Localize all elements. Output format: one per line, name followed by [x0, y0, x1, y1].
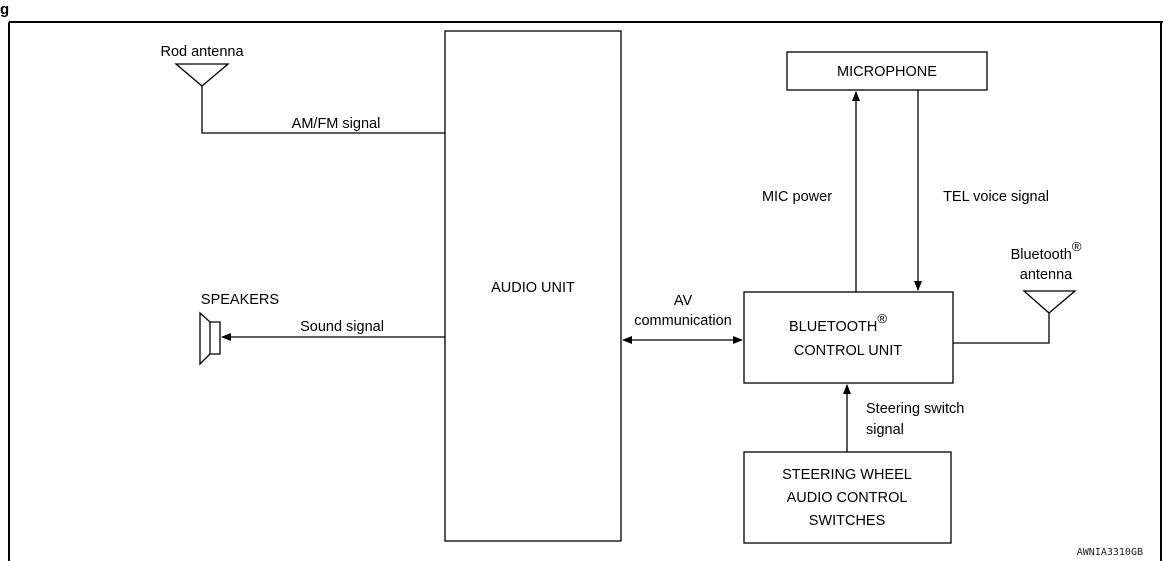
am-fm-line [201, 86, 445, 134]
microphone-box [786, 51, 988, 91]
microphone-label: MICROPHONE [837, 64, 937, 80]
sound-signal-label: Sound signal [300, 319, 384, 335]
am-fm-signal-label: AM/FM signal [292, 116, 381, 132]
bluetooth-control-unit-box [743, 291, 954, 384]
steering-wheel-switches-box [743, 451, 952, 544]
audio-unit-box [444, 30, 622, 542]
speakers-label: SPEAKERS [201, 292, 279, 308]
rod-antenna-label: Rod antenna [160, 44, 244, 60]
header-title-fragment: g [0, 1, 9, 18]
audio-unit-label: AUDIO UNIT [491, 280, 575, 296]
bt-unit-label-line2: CONTROL UNIT [794, 343, 902, 359]
steering-box-label-line1: STEERING WHEEL [782, 467, 912, 483]
tel-voice-signal-label: TEL voice signal [943, 189, 1049, 205]
bt-unit-label-line1: BLUETOOTH® [789, 311, 887, 335]
steering-box-label-line3: SWITCHES [809, 513, 886, 529]
bt-antenna-label-line2: antenna [1020, 267, 1073, 283]
bluetooth-antenna-icon [1022, 290, 1077, 314]
diagram-frame [8, 21, 1163, 561]
steering-signal-label-line1: Steering switch [866, 401, 964, 417]
steering-signal-label-line2: signal [866, 422, 904, 438]
mic-power-label: MIC power [762, 189, 832, 205]
av-label-line1: AV [674, 293, 693, 309]
figure-code: AWNIA3310GB [1077, 547, 1143, 558]
bt-antenna-line [953, 313, 1050, 344]
av-label-line2: communication [634, 313, 732, 329]
bt-antenna-label-line1: Bluetooth® [1011, 239, 1082, 263]
steering-box-label-line2: AUDIO CONTROL [787, 490, 908, 506]
rod-antenna-icon [174, 63, 230, 87]
speaker-icon [199, 311, 221, 366]
